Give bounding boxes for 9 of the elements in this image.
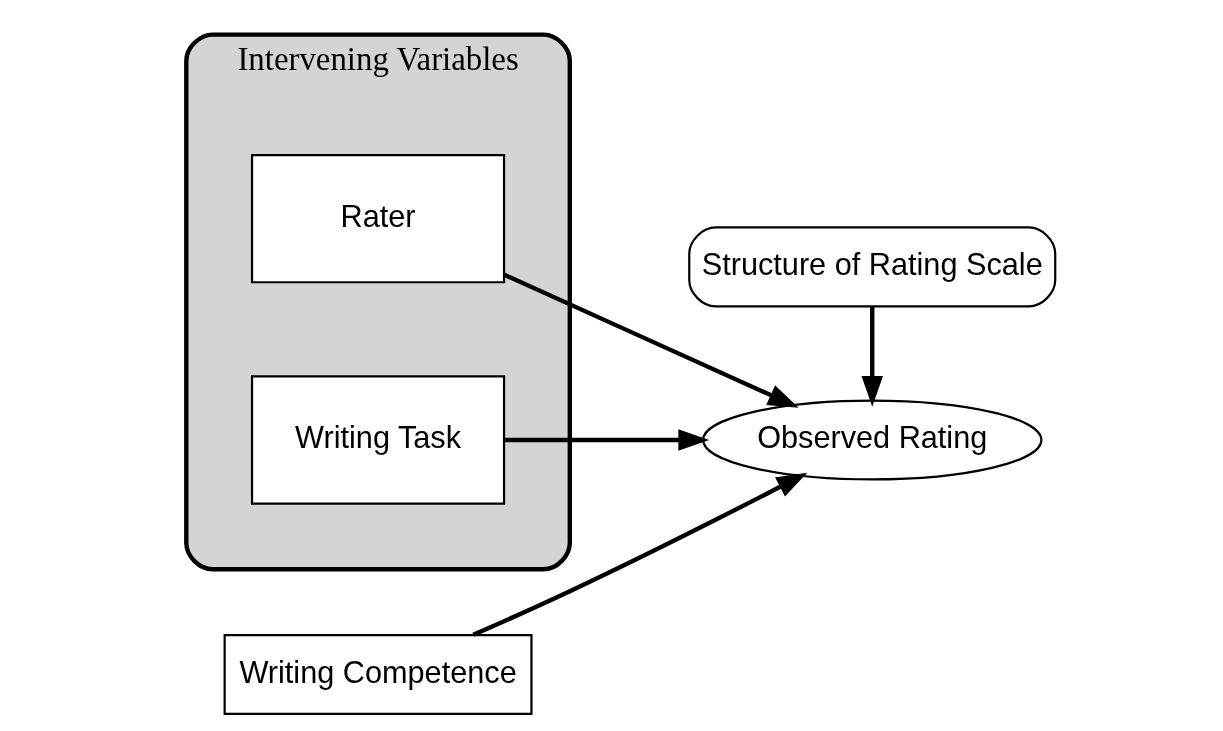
node-box: Structure of Rating Scale (687, 226, 1056, 308)
node-box: Rater (250, 154, 505, 284)
node-box: Writing Task (250, 375, 505, 505)
arrow (503, 272, 799, 408)
arrow (504, 429, 709, 451)
node-box: Writing Competence (223, 633, 533, 716)
node-ellipse: Observed Rating (701, 399, 1042, 481)
arrow (471, 472, 807, 637)
arrow (861, 306, 883, 407)
